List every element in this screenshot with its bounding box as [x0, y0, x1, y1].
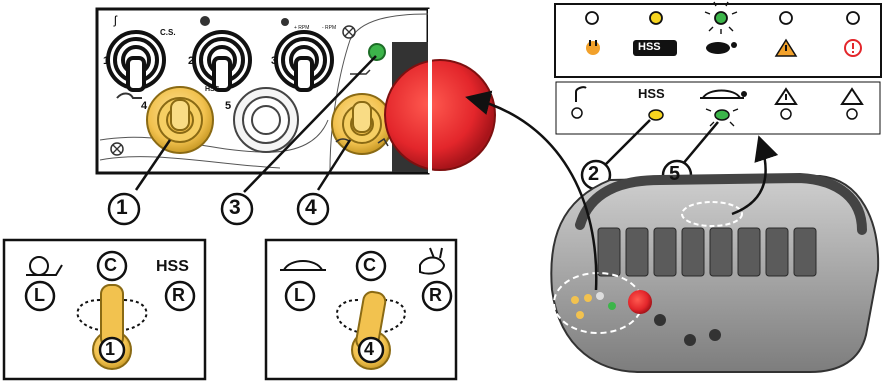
- detail-box-right: [266, 240, 456, 379]
- detail-left-mode-label: HSS: [156, 258, 189, 276]
- hss-indicator-label: HSS: [638, 86, 665, 101]
- switch-number-3: 3: [271, 55, 277, 67]
- detail-right-center-label: C: [363, 255, 376, 276]
- switch-1-knob: [108, 32, 164, 90]
- control-panel-closeup: ʃ: [97, 9, 495, 173]
- switch-number-5: 5: [225, 100, 231, 112]
- detail-right-right-label: R: [429, 285, 442, 306]
- rpm-plus-label: + RPM: [294, 25, 309, 31]
- turtle-icon: [200, 16, 210, 26]
- led-off-5: [847, 12, 859, 24]
- switch-number-2: 2: [188, 55, 194, 67]
- callout-2-label: 2: [588, 163, 599, 186]
- detail-right-knob-number: 4: [364, 339, 374, 360]
- error-circle-icon: [845, 40, 861, 56]
- led-off-b4: [781, 109, 791, 119]
- remote-control-device: [551, 176, 878, 372]
- switch-5-white-knob: [234, 88, 298, 152]
- switch-right-yellow-toggle: [332, 94, 392, 154]
- switch-3-knob: [276, 32, 332, 90]
- detail-left-knob-number: 1: [105, 339, 115, 360]
- detail-right-left-label: L: [294, 285, 305, 306]
- indicator-panel: [555, 2, 881, 134]
- led-yellow: [650, 12, 662, 24]
- switch-2-knob: [194, 32, 250, 90]
- callout-3-label: 3: [229, 196, 241, 220]
- hss-panel-label: HSS: [205, 86, 219, 93]
- led-yellow-b: [649, 110, 663, 120]
- switch-number-4: 4: [141, 100, 147, 112]
- cs-label: C.S.: [160, 28, 176, 37]
- rpm-minus-label: - RPM: [322, 25, 336, 31]
- detail-left-center-label: C: [104, 255, 117, 276]
- green-led-icon: [369, 44, 385, 60]
- led-off-1: [586, 12, 598, 24]
- detail-left-left-label: L: [34, 285, 45, 306]
- led-off-b5: [847, 109, 857, 119]
- switch-number-1: 1: [103, 55, 109, 67]
- detail-left-right-label: R: [172, 285, 185, 306]
- callout-5-label: 5: [669, 163, 680, 186]
- hss-badge-text: HSS: [638, 41, 661, 53]
- hare-icon: [281, 18, 289, 26]
- callout-1-label: 1: [116, 196, 128, 220]
- led-off-b1: [572, 108, 582, 118]
- led-off-4: [780, 12, 792, 24]
- switch-4-yellow-knob: [147, 87, 213, 153]
- emergency-stop-button: [385, 42, 495, 172]
- callout-4-label: 4: [305, 196, 317, 220]
